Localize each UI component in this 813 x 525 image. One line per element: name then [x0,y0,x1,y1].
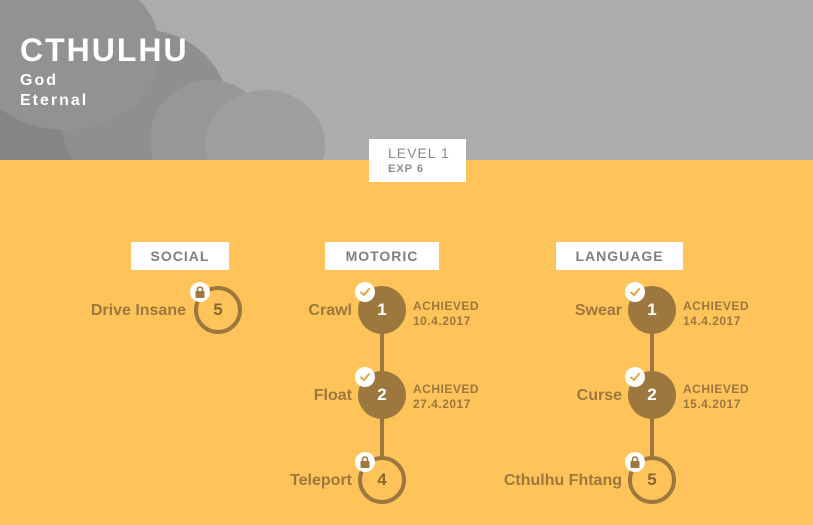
check-icon [625,282,645,302]
achieved-label: ACHIEVED [683,382,750,396]
achieved-date: 27.4.2017 [413,397,471,411]
achieved-date: 14.4.2017 [683,314,741,328]
achievement-status-swear: ACHIEVED 14.4.2017 [683,299,749,329]
achievement-status-curse: ACHIEVED 15.4.2017 [683,382,749,412]
skill-label-teleport: Teleport [290,472,352,489]
exp-label: EXP 6 [388,163,424,175]
check-icon [355,367,375,387]
achieved-label: ACHIEVED [413,382,480,396]
category-motoric[interactable]: MOTORIC [325,242,439,270]
lock-icon [355,452,375,472]
category-language[interactable]: LANGUAGE [556,242,683,270]
achieved-label: ACHIEVED [413,299,480,313]
character-class: God [20,72,58,89]
lock-icon [625,452,645,472]
skill-node-curse[interactable]: 2 [628,371,676,419]
skill-label-cthulhu-fhtang: Cthulhu Fhtang [503,472,622,489]
check-icon [355,282,375,302]
skill-label-curse: Curse [576,387,622,404]
skill-label-float: Float [313,387,352,404]
skill-node-cthulhu-fhtang[interactable]: 5 [628,456,676,504]
character-name: CTHULHU [20,32,189,68]
skill-label-drive-insane: Drive Insane [90,302,186,319]
level-panel: LEVEL 1 EXP 6 [369,139,466,182]
category-social[interactable]: SOCIAL [131,242,229,270]
achievement-status-crawl: ACHIEVED 10.4.2017 [413,299,479,329]
skill-label-swear: Swear [574,302,622,319]
header: CTHULHU God Eternal [0,0,813,160]
level-label: LEVEL 1 [388,145,450,161]
achieved-label: ACHIEVED [683,299,750,313]
achievement-status-float: ACHIEVED 27.4.2017 [413,382,479,412]
check-icon [625,367,645,387]
achieved-date: 10.4.2017 [413,314,471,328]
skill-node-drive-insane[interactable]: 5 [194,286,242,334]
character-subtitle: Eternal [20,92,89,109]
lock-icon [190,282,210,302]
skill-label-crawl: Crawl [308,302,352,319]
achieved-date: 15.4.2017 [683,397,741,411]
